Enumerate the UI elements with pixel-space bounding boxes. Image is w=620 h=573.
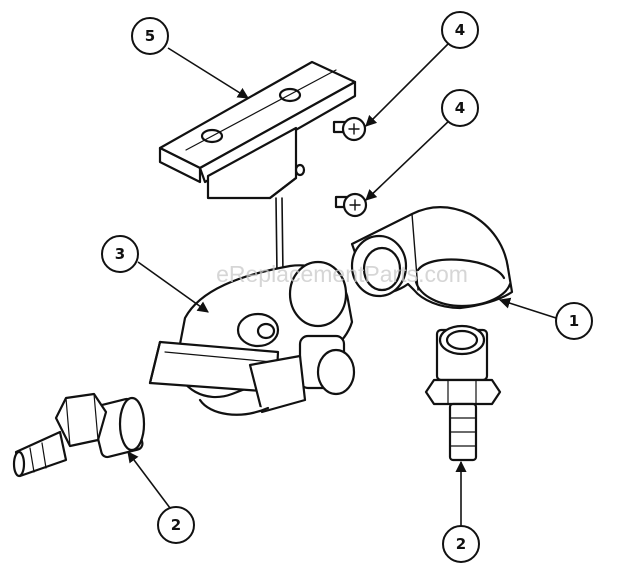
callout-4-lower-label: 4 (455, 99, 465, 117)
leader-line-3 (137, 261, 209, 313)
valve-body-part (148, 260, 356, 416)
hose-barb-fitting-left-part (12, 392, 146, 478)
callout-2-left-label: 2 (171, 516, 181, 534)
leader-line-5 (167, 47, 249, 99)
callout-2-left: 2 (157, 506, 195, 544)
elbow-fitting-part (350, 206, 514, 310)
callout-1: 1 (555, 302, 593, 340)
callout-3: 3 (101, 235, 139, 273)
leader-line-4-upper (365, 39, 453, 127)
callout-5: 5 (131, 17, 169, 55)
callout-5-label: 5 (145, 27, 155, 45)
leader-line-2-left (127, 451, 171, 509)
watermark-text: eReplacementParts.com (216, 261, 468, 287)
callout-2-right: 2 (442, 525, 480, 563)
hose-barb-fitting-right-part (424, 324, 502, 462)
callout-4-upper: 4 (441, 11, 479, 49)
leader-lines (127, 39, 557, 526)
callout-4-lower: 4 (441, 89, 479, 127)
callout-4-upper-label: 4 (455, 21, 465, 39)
screw-lower-part (334, 192, 368, 218)
callout-3-label: 3 (115, 245, 125, 263)
leader-line-4-lower (365, 117, 453, 201)
screw-upper-part (332, 116, 367, 142)
leader-line-1 (498, 297, 557, 319)
mounting-bracket-part (158, 60, 357, 353)
callout-2-right-label: 2 (456, 535, 466, 553)
callout-group: 5 4 4 3 1 2 2 (101, 11, 593, 563)
callout-1-label: 1 (569, 312, 579, 330)
